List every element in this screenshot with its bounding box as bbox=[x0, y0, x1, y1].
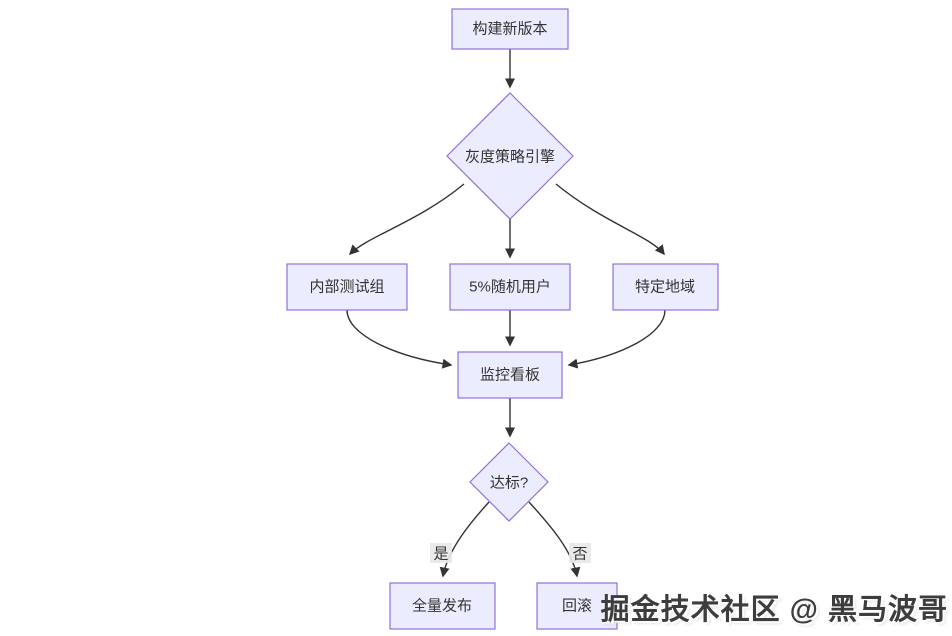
node-monitor-label: 监控看板 bbox=[480, 366, 540, 384]
node-internal: 内部测试组 bbox=[286, 263, 408, 311]
edge-label-yes-text: 是 bbox=[433, 546, 448, 563]
node-internal-label: 内部测试组 bbox=[309, 279, 384, 296]
edge-strategy-to-region bbox=[555, 183, 665, 256]
node-strategy-label: 灰度策略引擎 bbox=[465, 149, 555, 166]
node-full-label: 全量发布 bbox=[412, 597, 472, 615]
node-check-label: 达标? bbox=[490, 475, 528, 492]
node-monitor: 监控看板 bbox=[457, 351, 563, 399]
node-full-shape bbox=[389, 582, 496, 630]
node-full: 全量发布 bbox=[389, 582, 496, 630]
node-build-shape bbox=[451, 8, 569, 50]
edge-group bbox=[346, 49, 666, 578]
node-rollback: 回滚 bbox=[536, 582, 618, 630]
edge-region-to-monitor bbox=[567, 309, 666, 369]
node-strategy-shape bbox=[446, 92, 574, 220]
node-monitor-shape bbox=[457, 351, 563, 399]
edge-internal-to-monitor bbox=[346, 309, 453, 369]
node-random-shape bbox=[449, 263, 571, 311]
node-internal-shape bbox=[286, 263, 408, 311]
edge-label-yes: 是 bbox=[430, 543, 452, 563]
node-random-label: 5%随机用户 bbox=[469, 279, 551, 296]
node-rollback-label: 回滚 bbox=[562, 598, 592, 615]
node-region-label: 特定地域 bbox=[635, 279, 695, 296]
node-check-shape bbox=[469, 442, 549, 522]
edge-label-no-text: 否 bbox=[572, 546, 587, 563]
edge-label-no-bg bbox=[569, 543, 591, 563]
node-build-label: 构建新版本 bbox=[472, 21, 547, 38]
edge-check-to-full bbox=[439, 501, 490, 578]
edge-check-to-rollback bbox=[528, 501, 581, 578]
node-region: 特定地域 bbox=[612, 263, 719, 311]
watermark-text: 掘金技术社区 @ 黑马波哥 bbox=[600, 594, 948, 626]
node-region-shape bbox=[612, 263, 719, 311]
edge-strategy-to-internal bbox=[348, 183, 465, 256]
node-rollback-shape bbox=[536, 582, 618, 630]
node-build: 构建新版本 bbox=[451, 8, 569, 50]
node-strategy: 灰度策略引擎 bbox=[446, 92, 574, 220]
node-random: 5%随机用户 bbox=[449, 263, 571, 311]
edge-label-yes-bg bbox=[430, 543, 452, 563]
edge-label-no: 否 bbox=[569, 543, 591, 563]
node-check: 达标? bbox=[469, 442, 549, 522]
